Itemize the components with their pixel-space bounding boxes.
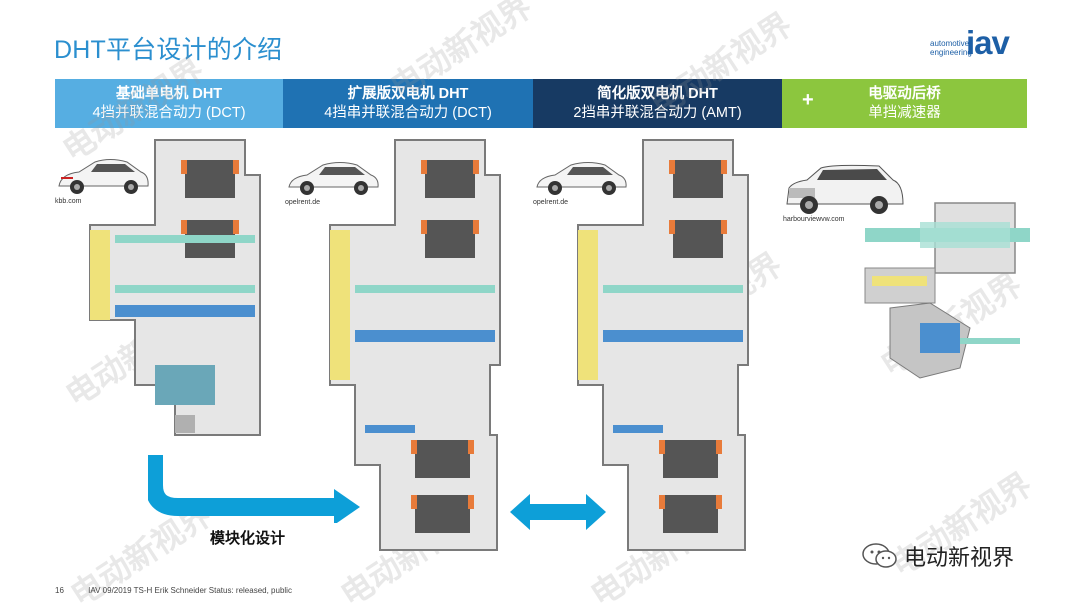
header-simplified-dht: 简化版双电机 DHT 2挡串并联混合动力 (AMT) bbox=[533, 79, 782, 128]
header-extended-subtitle: 4挡串并联混合动力 (DCT) bbox=[324, 104, 492, 121]
transmission-diagram-extended bbox=[329, 139, 501, 551]
wechat-icon bbox=[862, 543, 897, 568]
car-caption-1: kbb.com bbox=[55, 198, 82, 205]
modular-arrow-right bbox=[148, 455, 360, 523]
double-arrow bbox=[510, 494, 606, 530]
header-basic-dht: 基础单电机 DHT 4挡并联混合动力 (DCT) bbox=[55, 79, 283, 128]
header-extended-title: 扩展版双电机 DHT bbox=[347, 85, 469, 102]
logo-tagline-line2: engineering bbox=[930, 48, 972, 57]
rear-axle-diagram bbox=[864, 202, 1030, 379]
car-image-2 bbox=[288, 162, 379, 195]
wechat-account-name: 电动新视界 bbox=[904, 545, 1015, 570]
transmission-diagram-simplified bbox=[577, 139, 749, 551]
car-caption-4: harbourviewvw.com bbox=[783, 216, 845, 223]
logo-tagline-line1: automotive bbox=[930, 39, 970, 48]
header-rear-axle: + 电驱动后桥 单挡减速器 bbox=[782, 79, 1027, 128]
car-image-1 bbox=[58, 159, 149, 194]
car-image-3 bbox=[536, 162, 627, 195]
footer-text: IAV 09/2019 TS-H Erik Schneider Status: … bbox=[88, 586, 292, 595]
car-caption-2: opelrent.de bbox=[285, 199, 321, 206]
header-extended-dht: 扩展版双电机 DHT 4挡串并联混合动力 (DCT) bbox=[283, 79, 533, 128]
transmission-diagram-basic bbox=[89, 139, 261, 436]
iav-logo: automotive engineering iav bbox=[930, 26, 1040, 60]
logo-mark: iav bbox=[966, 24, 1010, 61]
logo-tagline: automotive engineering bbox=[930, 39, 972, 57]
header-rear-axle-subtitle: 单挡减速器 bbox=[868, 104, 941, 121]
header-simplified-title: 简化版双电机 DHT bbox=[597, 85, 718, 102]
modular-design-label: 模块化设计 bbox=[210, 530, 286, 547]
slide-title: DHT平台设计的介绍 bbox=[54, 36, 283, 64]
footer: 16 IAV 09/2019 TS-H Erik Schneider Statu… bbox=[55, 586, 297, 595]
header-basic-subtitle: 4挡并联混合动力 (DCT) bbox=[92, 104, 246, 121]
car-image-4 bbox=[786, 164, 904, 214]
plus-icon: + bbox=[802, 89, 814, 111]
header-simplified-subtitle: 2挡串并联混合动力 (AMT) bbox=[573, 104, 742, 121]
wechat-badge: 电动新视界 bbox=[862, 540, 1014, 572]
header-basic-title: 基础单电机 DHT bbox=[115, 85, 223, 102]
page-number: 16 bbox=[55, 586, 64, 595]
variant-header-row: 基础单电机 DHT 4挡并联混合动力 (DCT) 扩展版双电机 DHT 4挡串并… bbox=[55, 79, 1027, 128]
header-rear-axle-title: 电驱动后桥 bbox=[868, 85, 941, 102]
car-caption-3: opelrent.de bbox=[533, 199, 569, 206]
